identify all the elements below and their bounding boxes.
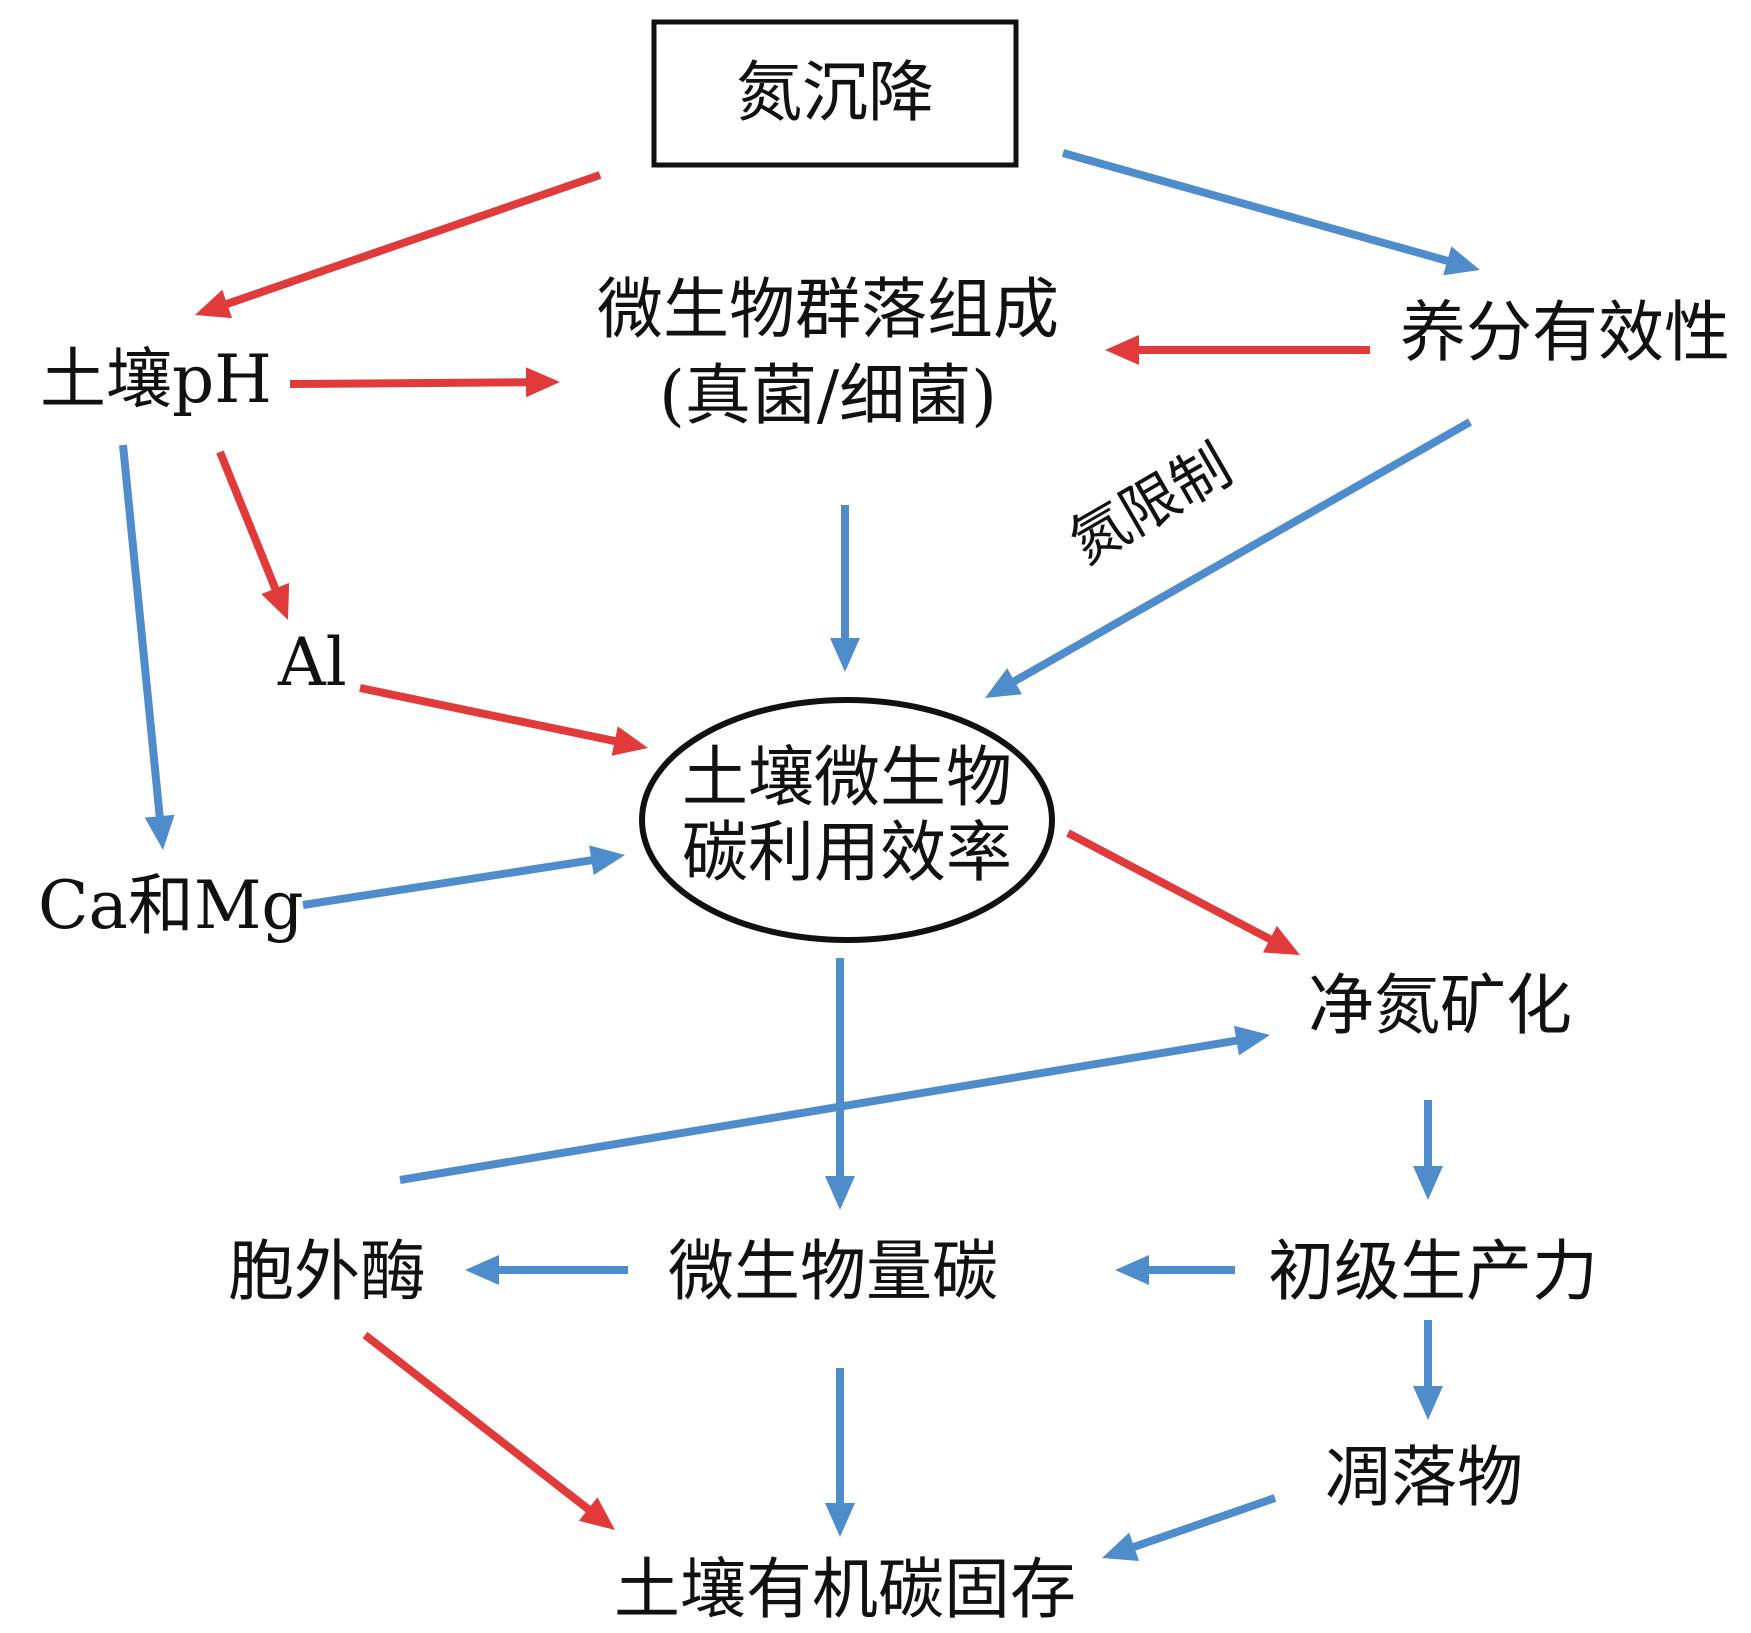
arrow-nutrient-availability-to-cue	[985, 418, 1472, 698]
arrow-extracellular-enzymes-to-soc-sequestration-shaft	[362, 1331, 593, 1514]
node-calcium-magnesium: Ca和Mg	[38, 867, 304, 944]
node-nitrogen-limitation: 氮限制	[1058, 431, 1243, 577]
node-aluminum: Al	[277, 624, 347, 701]
arrow-microbial-biomass-carbon-to-extracellular-enzymes	[465, 1255, 628, 1285]
arrow-aluminum-to-cue-shaft	[359, 684, 618, 746]
arrow-net-n-mineralization-to-primary-productivity-head	[1413, 1166, 1443, 1200]
arrow-nitrogen-deposition-to-soil-ph	[195, 171, 602, 319]
arrow-primary-productivity-to-litter	[1413, 1320, 1443, 1420]
arrows-group	[119, 149, 1480, 1562]
arrow-soil-ph-to-calcium-magnesium-head	[144, 814, 175, 850]
arrow-aluminum-to-cue	[359, 684, 648, 756]
arrow-nitrogen-deposition-to-nutrient-availability-shaft	[1061, 149, 1451, 266]
node-community-line1: 微生物群落组成	[597, 271, 1059, 348]
arrow-primary-productivity-to-litter-head	[1413, 1386, 1443, 1420]
arrow-microbial-biomass-carbon-to-soc-sequestration-head	[825, 1503, 855, 1537]
arrow-soil-ph-to-aluminum-head	[261, 582, 290, 620]
arrow-cue-to-microbial-biomass-carbon-head	[825, 1176, 855, 1210]
node-cue-line1: 土壤微生物	[682, 739, 1012, 816]
cue-ellipse	[639, 697, 1055, 943]
arrow-net-n-mineralization-to-primary-productivity	[1413, 1100, 1443, 1200]
arrow-extracellular-enzymes-to-soc-sequestration	[362, 1331, 615, 1530]
arrow-nitrogen-deposition-to-nutrient-availability	[1061, 149, 1480, 276]
arrow-nitrogen-deposition-to-soil-ph-shaft	[223, 171, 602, 309]
arrow-nutrient-availability-to-cue-shaft	[1010, 418, 1472, 686]
arrow-extracellular-enzymes-to-net-n-mineralization-shaft	[399, 1036, 1240, 1184]
arrow-extracellular-enzymes-to-net-n-mineralization-head	[1233, 1025, 1270, 1056]
arrow-extracellular-enzymes-to-soc-sequestration-head	[578, 1497, 615, 1530]
node-cue-line2: 碳利用效率	[682, 814, 1012, 891]
arrow-microbial-biomass-carbon-to-extracellular-enzymes-head	[465, 1255, 499, 1285]
node-community-line2: (真菌/细菌)	[659, 357, 997, 434]
arrow-soil-ph-to-community-shaft	[289, 378, 529, 388]
node-litter: 凋落物	[1325, 1439, 1523, 1516]
arrow-calcium-magnesium-to-cue-head	[589, 845, 625, 876]
arrow-litter-to-soc-sequestration	[1102, 1494, 1277, 1562]
node-extracellular-enzymes: 胞外酶	[228, 1233, 426, 1310]
arrow-nitrogen-deposition-to-soil-ph-head	[195, 289, 233, 319]
arrow-primary-productivity-to-microbial-biomass-carbon	[1115, 1255, 1235, 1285]
arrow-litter-to-soc-sequestration-head	[1102, 1532, 1140, 1562]
arrow-cue-to-net-n-mineralization-head	[1262, 925, 1300, 955]
arrow-soil-ph-to-community-head	[525, 367, 560, 398]
node-nutrient-availability: 养分有效性	[1400, 294, 1730, 371]
node-microbial-biomass-carbon: 微生物量碳	[668, 1233, 998, 1310]
arrow-cue-to-net-n-mineralization-shaft	[1066, 829, 1274, 944]
arrow-nitrogen-deposition-to-nutrient-availability-head	[1443, 246, 1480, 276]
arrow-calcium-magnesium-to-cue	[302, 845, 625, 909]
arrow-cue-to-microbial-biomass-carbon	[825, 958, 855, 1210]
arrow-soil-ph-to-aluminum-shaft	[216, 450, 280, 592]
node-soc-sequestration: 土壤有机碳固存	[614, 1551, 1076, 1628]
arrow-aluminum-to-cue-head	[611, 726, 648, 756]
arrow-litter-to-soc-sequestration-shaft	[1130, 1494, 1277, 1552]
arrow-microbial-biomass-carbon-to-soc-sequestration	[825, 1368, 855, 1537]
node-net-n-mineralization: 净氮矿化	[1308, 967, 1572, 1044]
nitrogen-deposition-box	[651, 19, 1019, 168]
arrow-community-to-cue-head	[830, 638, 860, 672]
arrow-extracellular-enzymes-to-net-n-mineralization	[399, 1025, 1270, 1184]
arrow-soil-ph-to-aluminum	[216, 450, 290, 620]
arrow-soil-ph-to-calcium-magnesium	[119, 444, 175, 850]
arrow-nutrient-availability-to-cue-head	[985, 668, 1022, 698]
arrow-primary-productivity-to-microbial-biomass-carbon-head	[1115, 1255, 1149, 1285]
arrow-nutrient-availability-to-community	[1105, 335, 1370, 365]
node-primary-productivity: 初级生产力	[1268, 1233, 1598, 1310]
arrow-soil-ph-to-community	[289, 367, 560, 398]
arrow-community-to-cue	[830, 505, 860, 672]
node-soil-ph: 土壤pH	[40, 341, 272, 418]
arrow-cue-to-net-n-mineralization	[1066, 829, 1300, 955]
arrow-nutrient-availability-to-community-head	[1105, 335, 1139, 365]
arrow-soil-ph-to-calcium-magnesium-shaft	[119, 444, 164, 819]
node-nitrogen-deposition: 氮沉降	[736, 54, 934, 131]
arrow-calcium-magnesium-to-cue-shaft	[302, 855, 594, 909]
